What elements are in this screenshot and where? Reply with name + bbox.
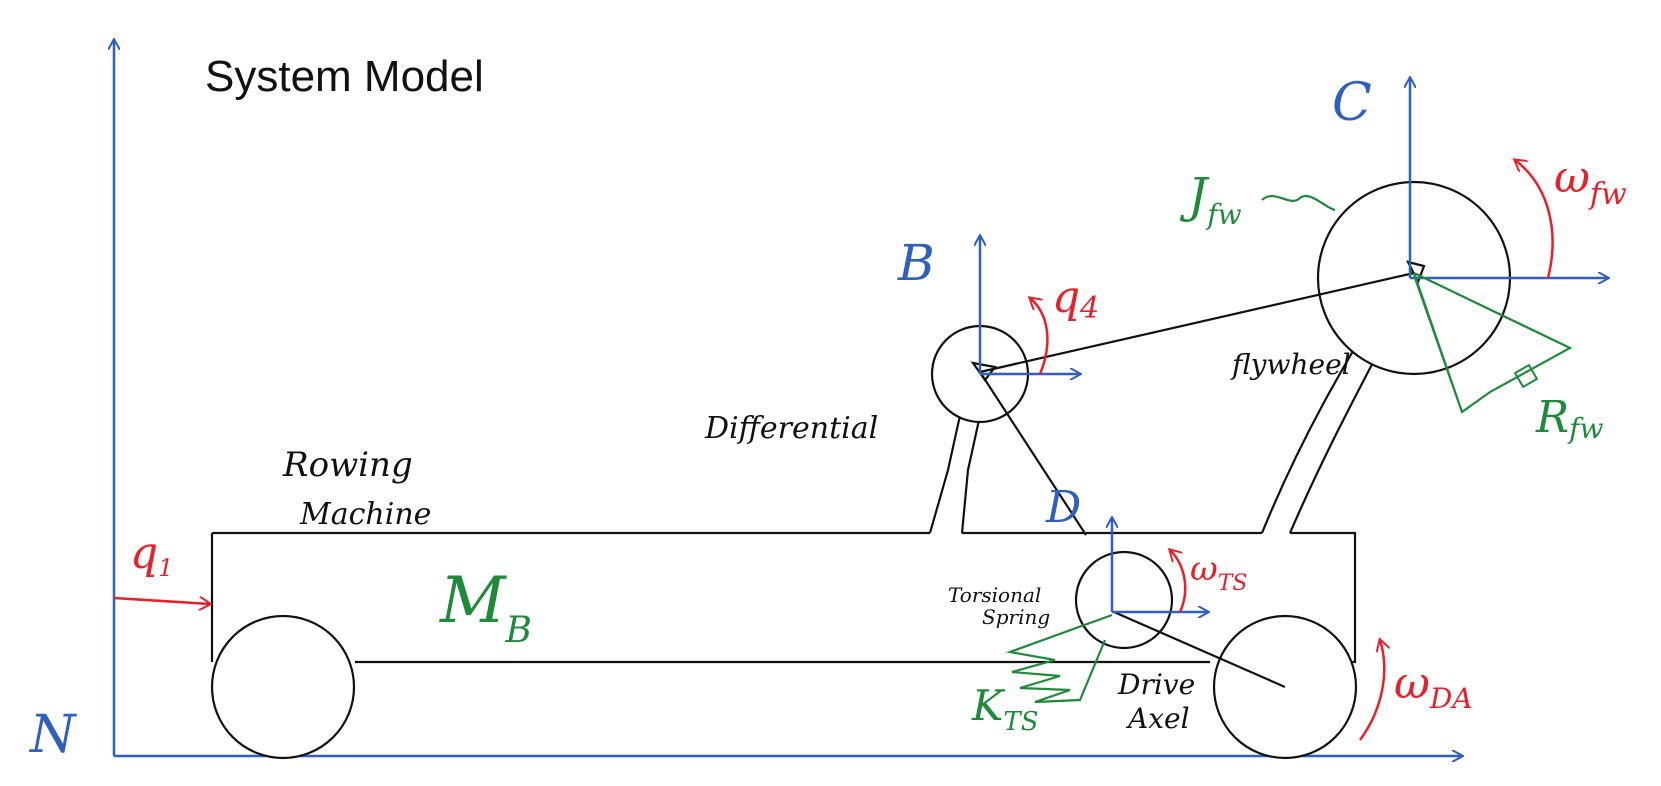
frame-c-axes: [1410, 78, 1608, 278]
omega-ts-rotation-arrow: [1170, 550, 1187, 613]
omega-fw-label: ωfw: [1554, 152, 1627, 212]
drive-axle-label-line1: Drive: [1117, 668, 1195, 701]
q4-rotation-arrow: [1030, 298, 1049, 375]
omega-ts-label: ωTS: [1190, 549, 1247, 596]
q1-label: q1: [130, 528, 173, 582]
spring-kts-zigzag: [1005, 613, 1113, 704]
mass-mb-label: MB: [439, 564, 532, 651]
radius-rfw-label: Rfw: [1535, 392, 1604, 445]
frame-c-label: C: [1332, 73, 1372, 133]
torsional-spring-label-line2: Spring: [982, 605, 1050, 629]
torsional-spring-label-line1: Torsional: [948, 583, 1041, 607]
rear-wheel: [210, 614, 356, 760]
flywheel-label: flywheel: [1230, 348, 1351, 381]
torsional-spring-circle: [1074, 550, 1174, 650]
stiffness-kts-label: KTS: [971, 681, 1039, 737]
drive-axle-label-line2: Axel: [1125, 702, 1190, 735]
omega-da-rotation-arrow: [1358, 640, 1384, 741]
radius-rfw-marker: [1513, 363, 1539, 389]
frame-d-axes: [1112, 518, 1208, 612]
frame-n-label: N: [28, 705, 77, 765]
radius-rfw-bracket: [1412, 272, 1573, 414]
diagram-title: System Model: [205, 52, 484, 101]
rowing-machine-label-line2: Machine: [299, 497, 431, 532]
inertia-jfw-leader: [1261, 194, 1336, 212]
frame-b-axes: [980, 236, 1080, 374]
frame-b-label: B: [897, 234, 935, 292]
omega-da-label: ωDA: [1394, 658, 1473, 715]
q4-label: q4: [1052, 272, 1099, 326]
inertia-jfw-label: Jfw: [1179, 168, 1242, 231]
q1-arrow: [113, 598, 210, 604]
differential-label: Differential: [704, 411, 878, 446]
rowing-machine-label-line1: Rowing: [282, 445, 413, 485]
frame-d-label: D: [1045, 482, 1081, 533]
omega-fw-rotation-arrow: [1515, 160, 1554, 279]
frame-n-axes: [114, 40, 1462, 756]
